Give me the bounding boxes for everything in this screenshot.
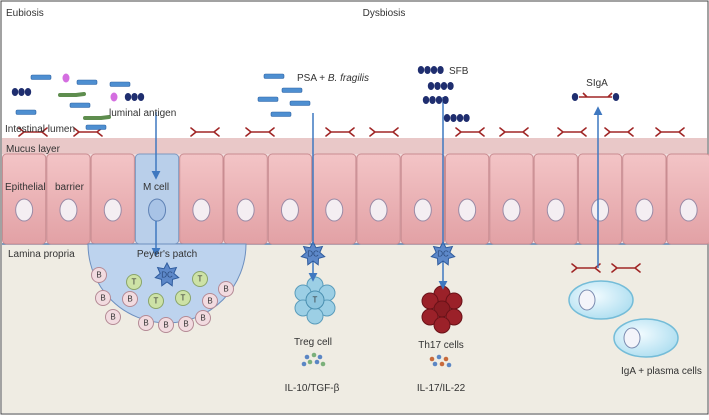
mucus-layer-label: Mucus layer: [6, 144, 60, 155]
t-cell-label: T: [181, 294, 186, 303]
treg-t-label: T: [313, 296, 318, 305]
iga-plasma-cells-label: IgA + plasma cells: [621, 366, 702, 377]
b-cell-label: B: [127, 295, 132, 304]
b-fragilis-text: B. fragilis: [328, 73, 369, 84]
dc-label-treg: DC: [307, 250, 319, 259]
barrier-label: barrier: [55, 182, 84, 193]
coccus-bacterium-icon: [125, 93, 144, 101]
rod-bacterium-icon: [85, 117, 109, 118]
t-cell-label: T: [198, 275, 203, 284]
sfb-label: SFB: [449, 66, 468, 77]
rod-bacterium-icon: [16, 110, 36, 115]
lamina-propria-label: Lamina propria: [8, 249, 75, 260]
mucus-layer: [2, 138, 707, 154]
cell-nucleus: [547, 199, 564, 221]
coccus-bacterium-icon: [111, 93, 118, 102]
dc-label-peyers: DC: [161, 271, 173, 280]
b-cell-label: B: [223, 285, 228, 294]
cell-nucleus: [60, 199, 77, 221]
b-cell-label: B: [143, 319, 148, 328]
coccus-bacterium-icon: [63, 74, 70, 83]
il17-il22-label: IL-17/IL-22: [417, 383, 465, 394]
cell-nucleus: [680, 199, 697, 221]
peyers-patch-label: Peyer's patch: [137, 249, 197, 260]
b-cell-label: B: [200, 314, 205, 323]
cell-nucleus: [636, 199, 653, 221]
psa-b-fragilis-label: PSA + B. fragilis: [297, 73, 369, 84]
eubiosis-label: Eubiosis: [6, 8, 44, 19]
psa-text: PSA +: [297, 73, 328, 84]
cell-nucleus: [149, 199, 166, 221]
rod-bacterium-icon: [258, 97, 278, 102]
epithelial-label: Epithelial: [5, 182, 46, 193]
b-cell-label: B: [207, 297, 212, 306]
rod-bacterium-icon: [70, 103, 90, 108]
th17-cells-label: Th17 cells: [418, 340, 464, 351]
cell-nucleus: [414, 199, 431, 221]
epithelial-cells: [3, 154, 709, 244]
cell-nucleus: [193, 199, 210, 221]
b-cell-label: B: [100, 294, 105, 303]
m-cell-label: M cell: [143, 182, 169, 193]
cell-nucleus: [592, 199, 609, 221]
dc-label-th17: DC: [437, 250, 449, 259]
cell-nucleus: [237, 199, 254, 221]
coccus-bacterium-icon: [12, 88, 31, 96]
il10-tgfb-label: IL-10/TGF-β: [285, 383, 340, 394]
rod-bacterium-icon: [290, 101, 310, 106]
cell-nucleus: [104, 199, 121, 221]
b-cell-label: B: [183, 320, 188, 329]
intestinal-lumen-label: Intestinal lumen: [5, 124, 75, 135]
treg-cell-label: Treg cell: [294, 337, 332, 348]
rod-bacterium-icon: [60, 94, 84, 95]
cell-nucleus: [16, 199, 33, 221]
rod-bacterium-icon: [110, 82, 130, 87]
cell-nucleus: [459, 199, 476, 221]
rod-bacterium-icon: [271, 112, 291, 117]
dysbiosis-label: Dysbiosis: [363, 8, 406, 19]
b-cell-label: B: [110, 313, 115, 322]
cell-nucleus: [326, 199, 343, 221]
cell-nucleus: [370, 199, 387, 221]
b-cell-label: B: [163, 321, 168, 330]
t-cell-label: T: [132, 278, 137, 287]
rod-bacterium-icon: [264, 74, 284, 79]
coccus-bacterium-icon: [572, 93, 578, 101]
b-cell-label: B: [96, 271, 101, 280]
siga-label: SIgA: [586, 78, 608, 89]
luminal-antigen-label: luminal antigen: [109, 108, 176, 119]
coccus-bacterium-icon: [613, 93, 619, 101]
rod-bacterium-icon: [31, 75, 51, 80]
cell-nucleus: [281, 199, 298, 221]
rod-bacterium-icon: [86, 125, 106, 130]
rod-bacterium-icon: [282, 88, 302, 93]
rod-bacterium-icon: [77, 80, 97, 85]
t-cell-label: T: [154, 297, 159, 306]
cell-nucleus: [503, 199, 520, 221]
